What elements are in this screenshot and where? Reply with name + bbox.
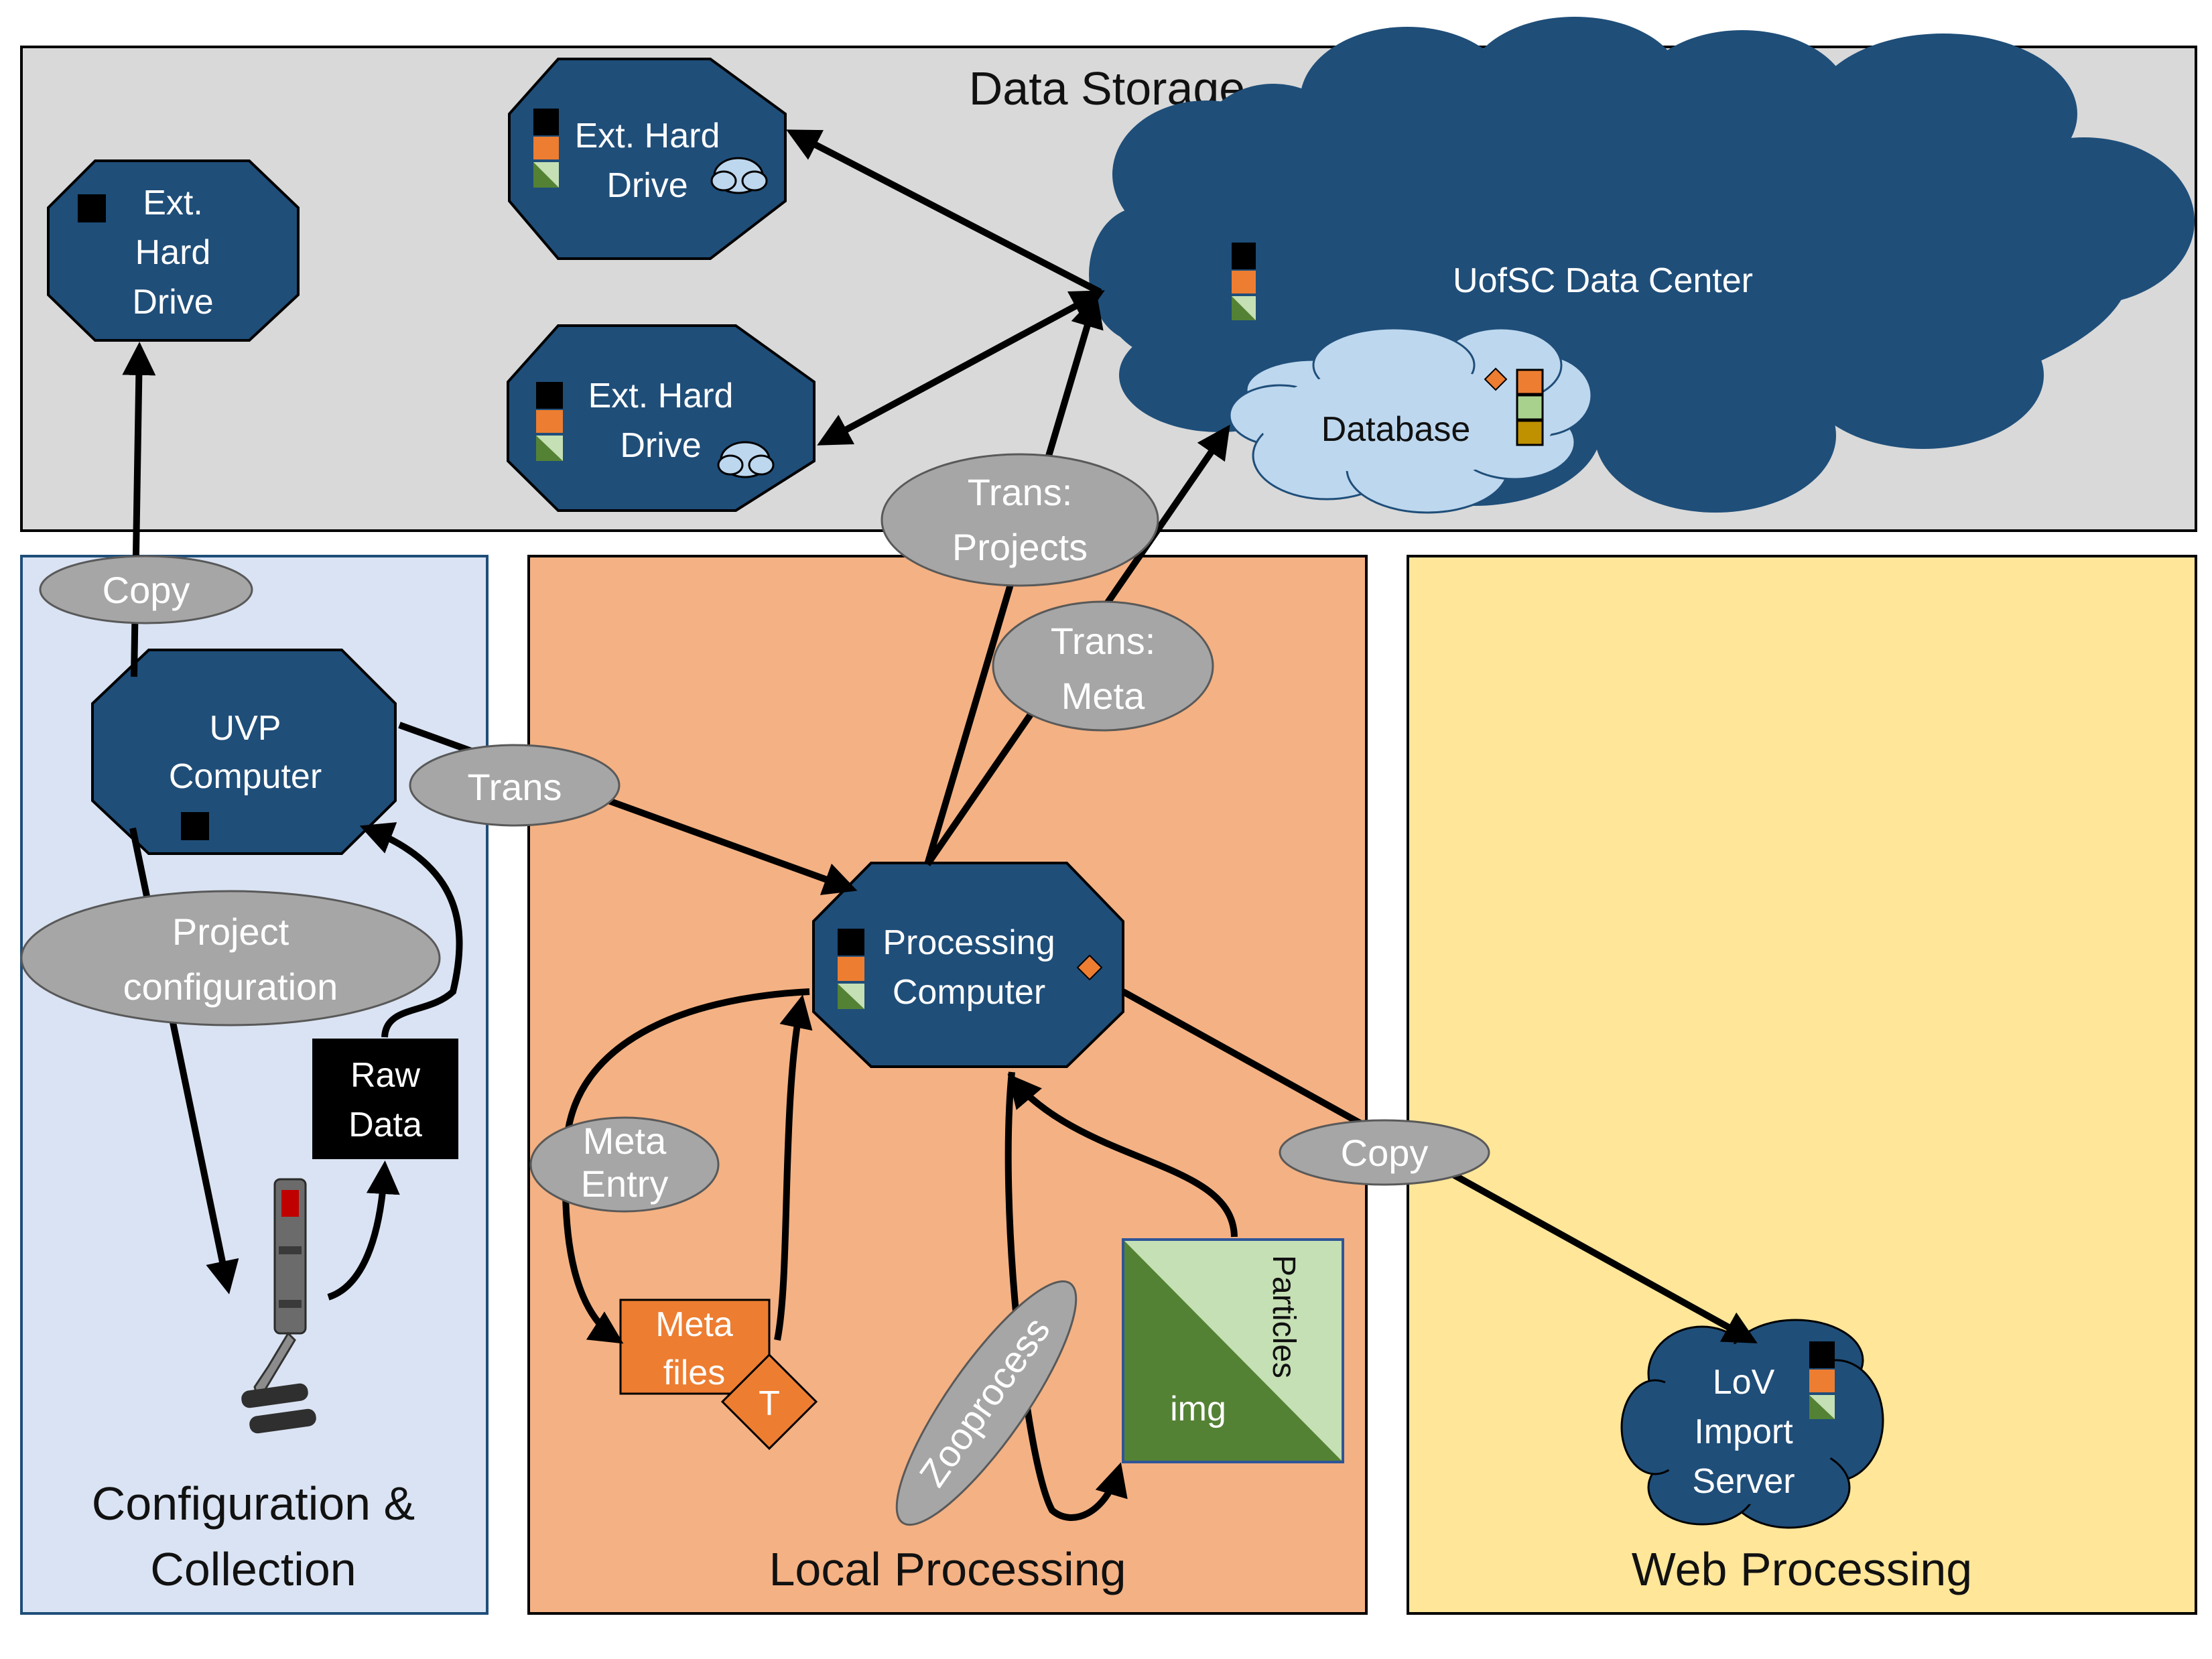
meta-entry-label-2: Entry xyxy=(581,1163,669,1205)
ext-hard-drive-2 xyxy=(508,58,787,260)
template-badge xyxy=(720,1353,818,1451)
meta-files-label-2: files xyxy=(663,1353,725,1392)
copy-web-oval xyxy=(1279,1119,1490,1186)
processing-computer-file-icons xyxy=(838,929,864,1009)
processing-computer-label-1: Processing xyxy=(883,923,1055,962)
trans-oval xyxy=(409,744,621,827)
uvp-computer-label-1: UVP xyxy=(210,709,281,748)
arrow-center-ext-drive-3 xyxy=(817,290,1105,446)
processing-computer-template-icon xyxy=(1076,954,1103,981)
meta-files-label-1: Meta xyxy=(655,1305,733,1344)
ext-drive-3-file-icons xyxy=(536,382,563,461)
meta-entry-label-1: Meta xyxy=(583,1120,667,1162)
uvp-instrument-icon xyxy=(241,1178,316,1434)
trans-projects-label-1: Trans: xyxy=(968,471,1073,513)
raw-data-box xyxy=(312,1039,458,1159)
arrow-meta-files-to-processing xyxy=(774,994,813,1341)
trans-label: Trans xyxy=(467,766,562,808)
copy-label-oval xyxy=(39,555,253,624)
arrow-raw-data-to-uvp xyxy=(359,822,463,1038)
small-cloud-icon xyxy=(710,157,768,194)
project-configuration-label-1: Project xyxy=(172,911,289,953)
processing-computer xyxy=(812,862,1124,1068)
ext-drive-3-label-2: Drive xyxy=(620,426,701,465)
zooprocess-oval xyxy=(895,1280,1078,1526)
project-configuration-oval xyxy=(20,890,441,1026)
img-particles-box xyxy=(1122,1238,1344,1463)
project-configuration-label-2: configuration xyxy=(123,966,338,1008)
region-title-collection-1: Configuration & xyxy=(92,1477,415,1530)
trans-meta-label-1: Trans: xyxy=(1051,620,1156,662)
lov-server-label-1: LoV xyxy=(1713,1363,1775,1402)
img-label: img xyxy=(1170,1390,1226,1429)
data-center-label: UofSC Data Center xyxy=(1453,261,1753,300)
particles-label: Particles xyxy=(1266,1255,1301,1378)
arrow-center-to-ext-drive-2 xyxy=(786,129,1102,295)
lov-server-label-3: Server xyxy=(1692,1462,1795,1501)
arrow-processing-to-img xyxy=(1004,1071,1128,1521)
copy-label: Copy xyxy=(103,569,190,611)
lov-server-label-2: Import xyxy=(1694,1412,1793,1451)
raw-data-label-2: Data xyxy=(348,1106,422,1144)
ext-drive-1-file-icon xyxy=(78,194,106,222)
data-center-file-icons xyxy=(1232,243,1256,320)
region-title-web: Web Processing xyxy=(1632,1543,1972,1595)
ext-drive-1-label-3: Drive xyxy=(132,283,213,322)
meta-files-box xyxy=(619,1299,771,1395)
copy-web-label: Copy xyxy=(1341,1132,1429,1174)
trans-meta-label-2: Meta xyxy=(1061,675,1145,717)
database-cloud-fill xyxy=(1260,369,1555,476)
lov-cloud-fill xyxy=(1652,1343,1839,1504)
ext-hard-drive-1 xyxy=(47,159,300,342)
ext-drive-2-label-2: Drive xyxy=(606,166,688,205)
database-file-icons xyxy=(1484,367,1544,446)
uvp-computer-file-icon xyxy=(181,812,209,840)
region-title-local: Local Processing xyxy=(769,1543,1126,1595)
ext-drive-2-file-icons xyxy=(533,109,559,188)
uvp-computer xyxy=(91,649,397,855)
region-title-collection-2: Collection xyxy=(150,1543,356,1595)
ext-drive-1-label-1: Ext. xyxy=(143,184,203,222)
template-badge-label: T xyxy=(759,1384,780,1423)
uvp-computer-label-2: Computer xyxy=(169,757,322,796)
trans-meta-oval xyxy=(992,600,1214,732)
arrow-instrument-to-raw-data xyxy=(327,1160,400,1301)
processing-computer-label-2: Computer xyxy=(893,973,1045,1012)
arrow-particles-to-processing xyxy=(1007,1073,1238,1238)
trans-projects-oval xyxy=(881,453,1159,587)
raw-data-label-1: Raw xyxy=(350,1056,420,1095)
ext-drive-1-label-2: Hard xyxy=(135,233,211,272)
ext-drive-3-label-1: Ext. Hard xyxy=(588,377,734,415)
database-label: Database xyxy=(1321,410,1471,449)
lov-server-file-icons xyxy=(1809,1341,1835,1419)
meta-entry-oval xyxy=(529,1116,720,1213)
small-cloud-icon xyxy=(717,441,775,478)
ext-drive-2-label-1: Ext. Hard xyxy=(575,117,720,155)
trans-projects-label-2: Projects xyxy=(952,526,1088,568)
